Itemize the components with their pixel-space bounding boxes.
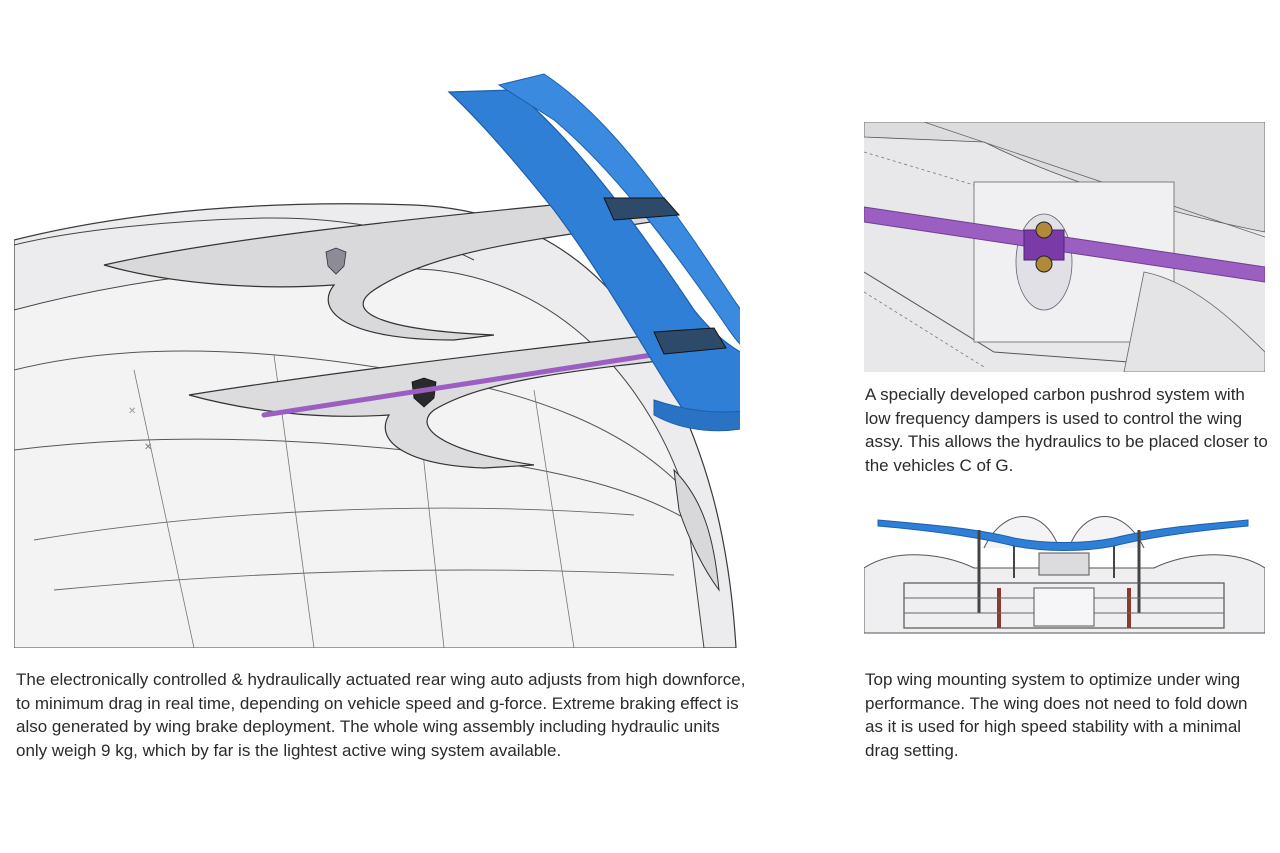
wing-mounting-render bbox=[864, 508, 1265, 638]
svg-text:✕: ✕ bbox=[144, 442, 152, 453]
pushrod-caption: A specially developed carbon pushrod sys… bbox=[865, 385, 1268, 475]
pushrod-closeup-render bbox=[864, 122, 1265, 372]
svg-text:✕: ✕ bbox=[128, 406, 136, 417]
rear-wing-render: ✕ ✕ bbox=[14, 70, 740, 648]
mounting-caption: Top wing mounting system to optimize und… bbox=[865, 670, 1248, 760]
wing-caption: The electronically controlled & hydrauli… bbox=[16, 670, 746, 760]
